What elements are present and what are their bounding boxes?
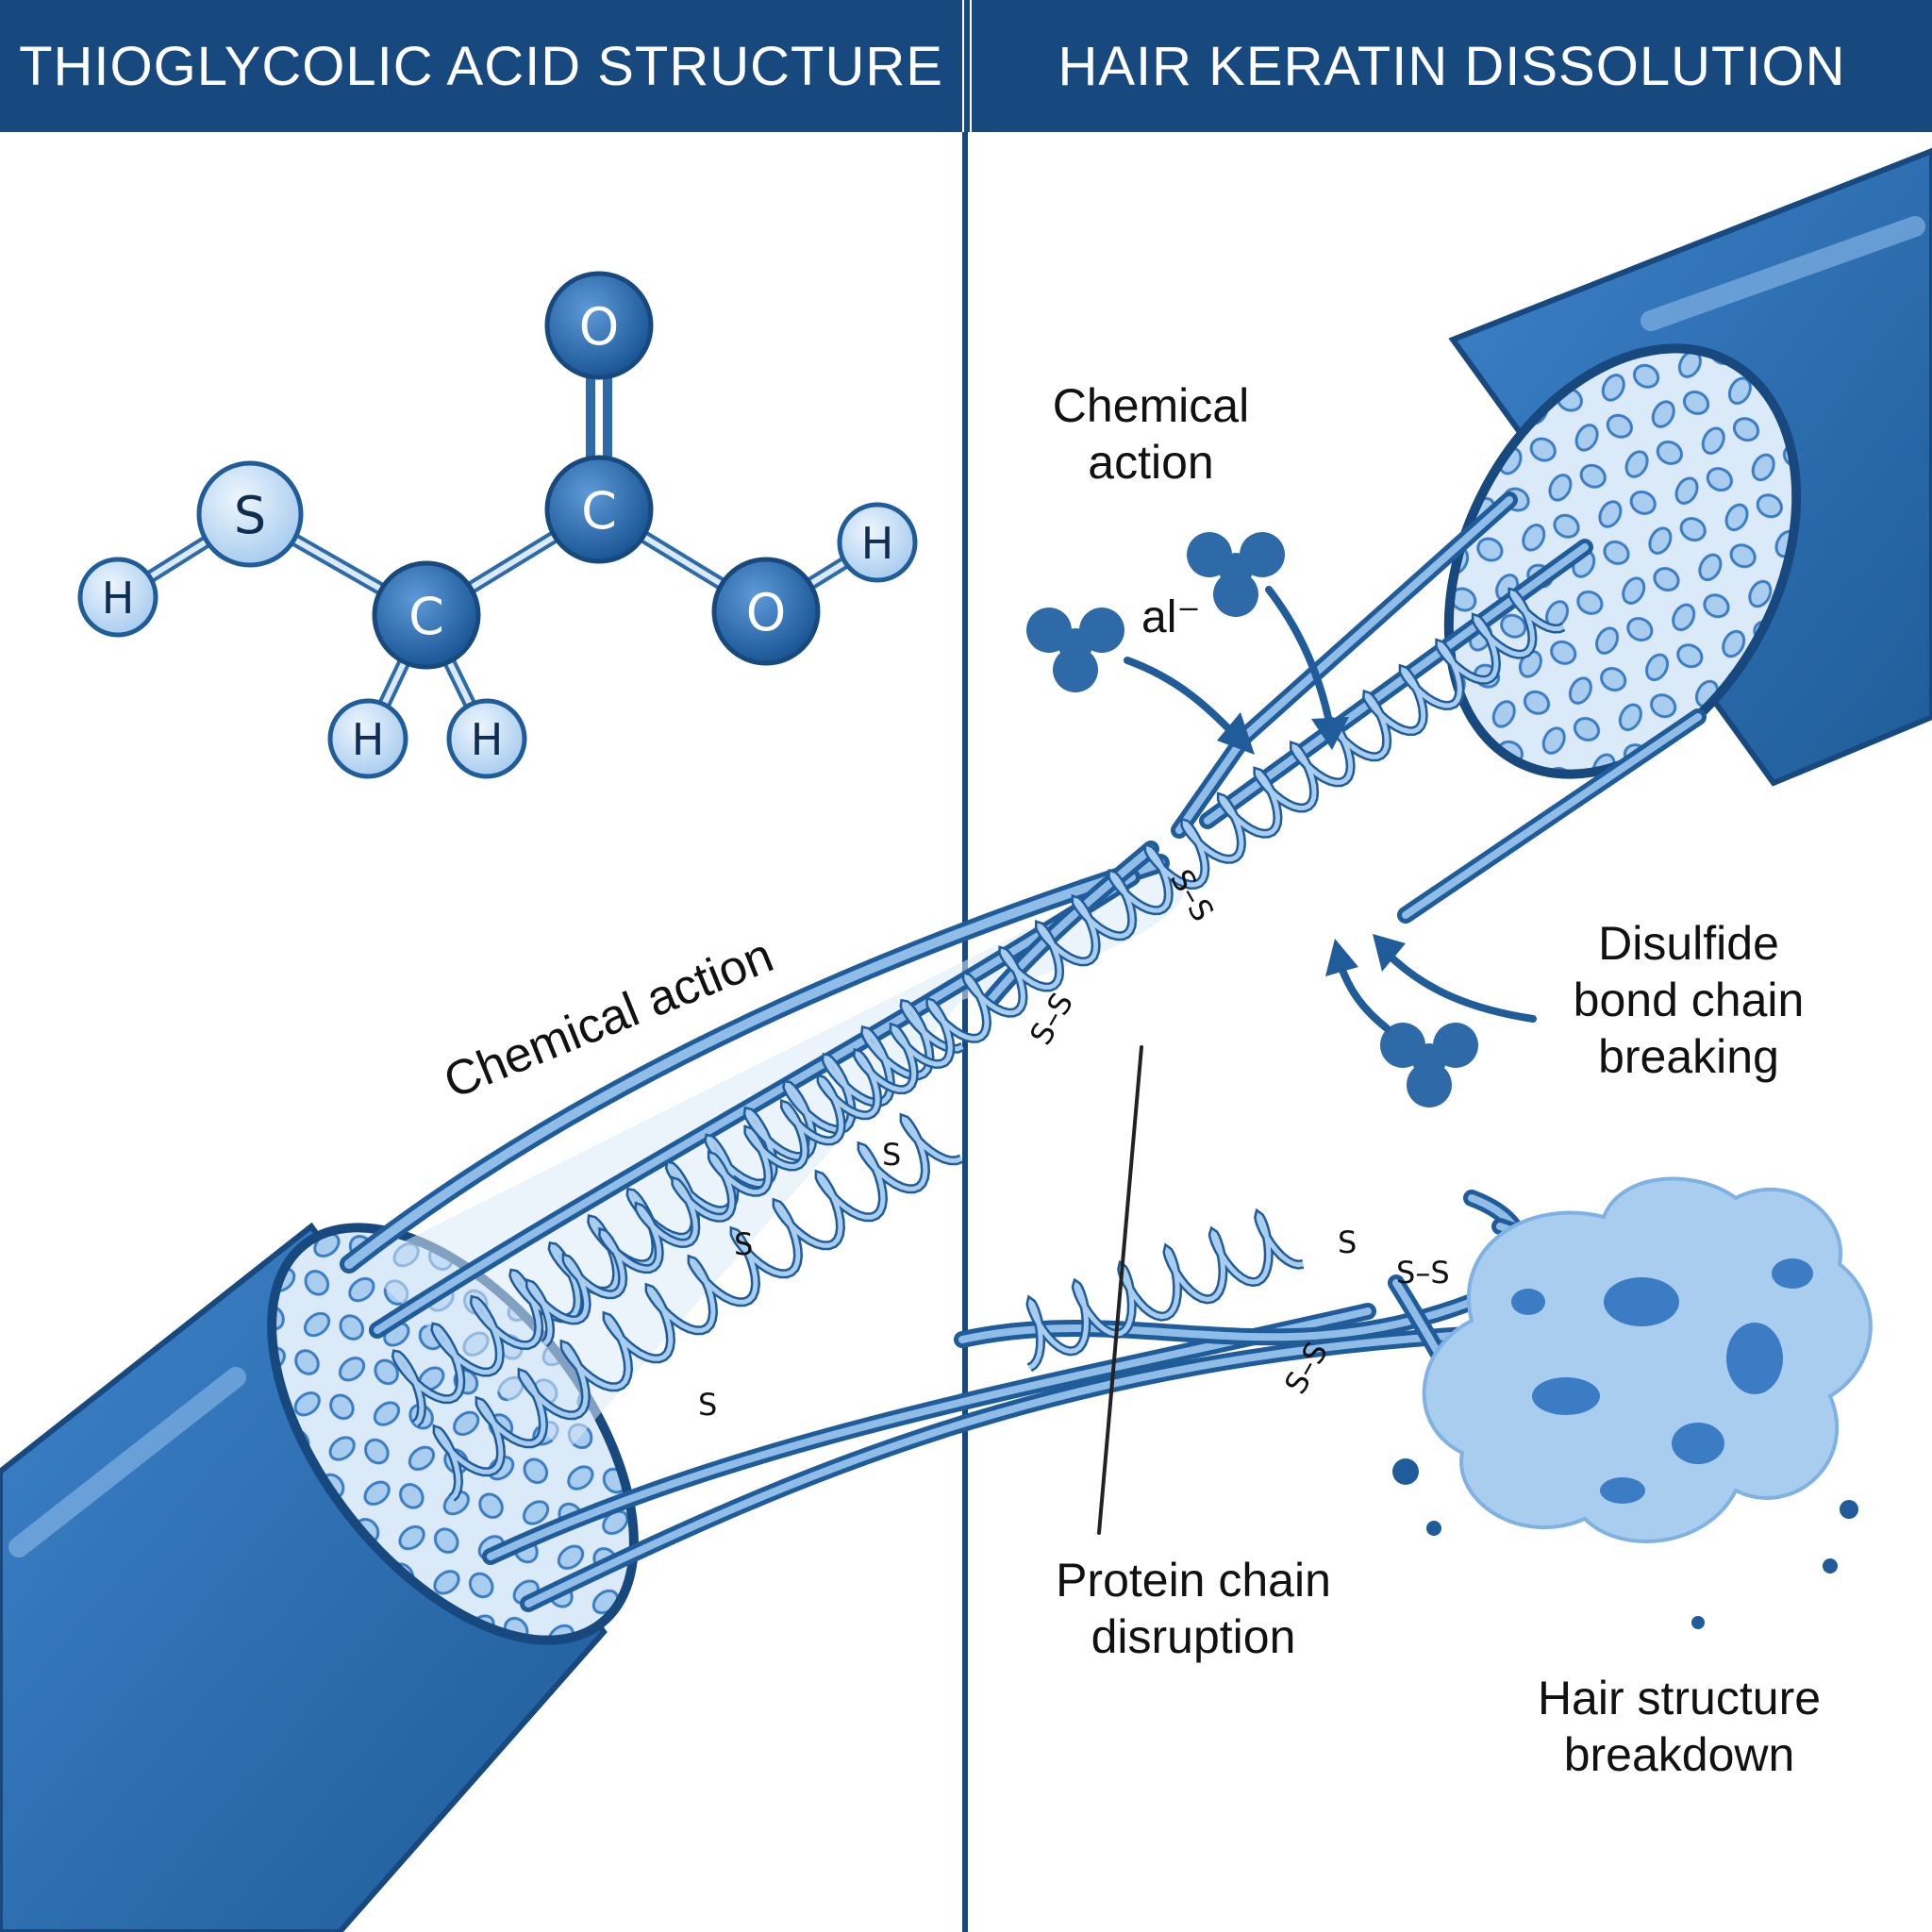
hair-breakdown-label: Hair structure breakdown [1472,1670,1887,1783]
right-panel-title: HAIR KERATIN DISSOLUTION [972,0,1932,132]
atom-o-top-label: O [579,297,620,357]
ion-shape-2 [1187,532,1285,617]
breakdown-line2: breakdown [1563,1728,1795,1781]
bond-s1: S [882,1137,901,1173]
atom-c-carbonyl-label: C [581,481,617,541]
atom-o-hydroxyl: O [711,557,821,666]
alpha-helices [391,587,1566,1502]
atom-c-methylene-label: C [408,587,444,646]
atom-h-hydroxyl: H [837,502,918,583]
disulfide-line3: breaking [1598,1030,1779,1083]
atom-h2: H [446,698,527,779]
ion-shape-3 [1380,1023,1478,1108]
left-panel-title: THIOGLYCOLIC ACID STRUCTURE [0,0,962,132]
disulfide-breaking-label: Disulfide bond chain breaking [1547,915,1830,1085]
pointer-line [1097,1045,1143,1535]
atom-c-methylene: C [372,560,481,670]
divider-header-gap [962,0,972,132]
arrowhead-1 [1217,712,1255,755]
atom-h-thiol-label: H [102,573,135,624]
ions [1026,532,1478,1108]
atom-h1-label: H [352,714,385,765]
breakdown-line1: Hair structure [1537,1672,1822,1724]
protein-line2: disruption [1091,1610,1296,1663]
atom-s: S [196,460,304,568]
bond-ss2: S–S [1023,987,1080,1051]
molecule: O C O H S H C H [77,271,918,779]
ion-label: al⁻ [1141,592,1201,642]
atom-h2-label: H [471,714,504,765]
bond-s2: S [734,1226,753,1262]
arrowhead-3 [1373,934,1406,972]
hair-fiber-upper [1443,147,1932,787]
atom-h-thiol: H [77,557,158,638]
atom-s-label: S [234,486,266,545]
bond-ss4: S–S [1396,1255,1450,1291]
arrow-3 [1383,949,1537,1023]
chemical-action-right-label: Chemical action [1009,377,1292,491]
arrow-4 [1336,958,1391,1032]
atom-h-hydroxyl-label: H [861,518,894,569]
arrowhead-2 [1311,717,1349,750]
chemical-action-right-line2: action [1088,436,1214,489]
ion-shape-1 [1026,608,1124,692]
atom-o-top: O [544,271,654,380]
arrowhead-4 [1325,939,1358,976]
atom-o-hydroxyl-label: O [746,583,787,642]
arrow-heads [1217,712,1406,976]
protein-disruption-label: Protein chain disruption [991,1552,1396,1665]
breakdown-cloud [1392,1176,1873,1629]
chemical-action-right-line1: Chemical [1052,379,1250,432]
atom-c-carbonyl: C [544,455,654,564]
arrow-2 [1265,586,1334,730]
arrow-1 [1124,657,1240,740]
disulfide-line1: Disulfide [1598,917,1779,970]
protein-line1: Protein chain [1056,1554,1331,1607]
fiber-cross-section-upper [1443,343,1802,779]
bond-s4: S [1338,1224,1357,1260]
disulfide-line2: bond chain [1573,974,1805,1026]
bond-s3: S [698,1387,717,1423]
atom-h1: H [327,698,408,779]
